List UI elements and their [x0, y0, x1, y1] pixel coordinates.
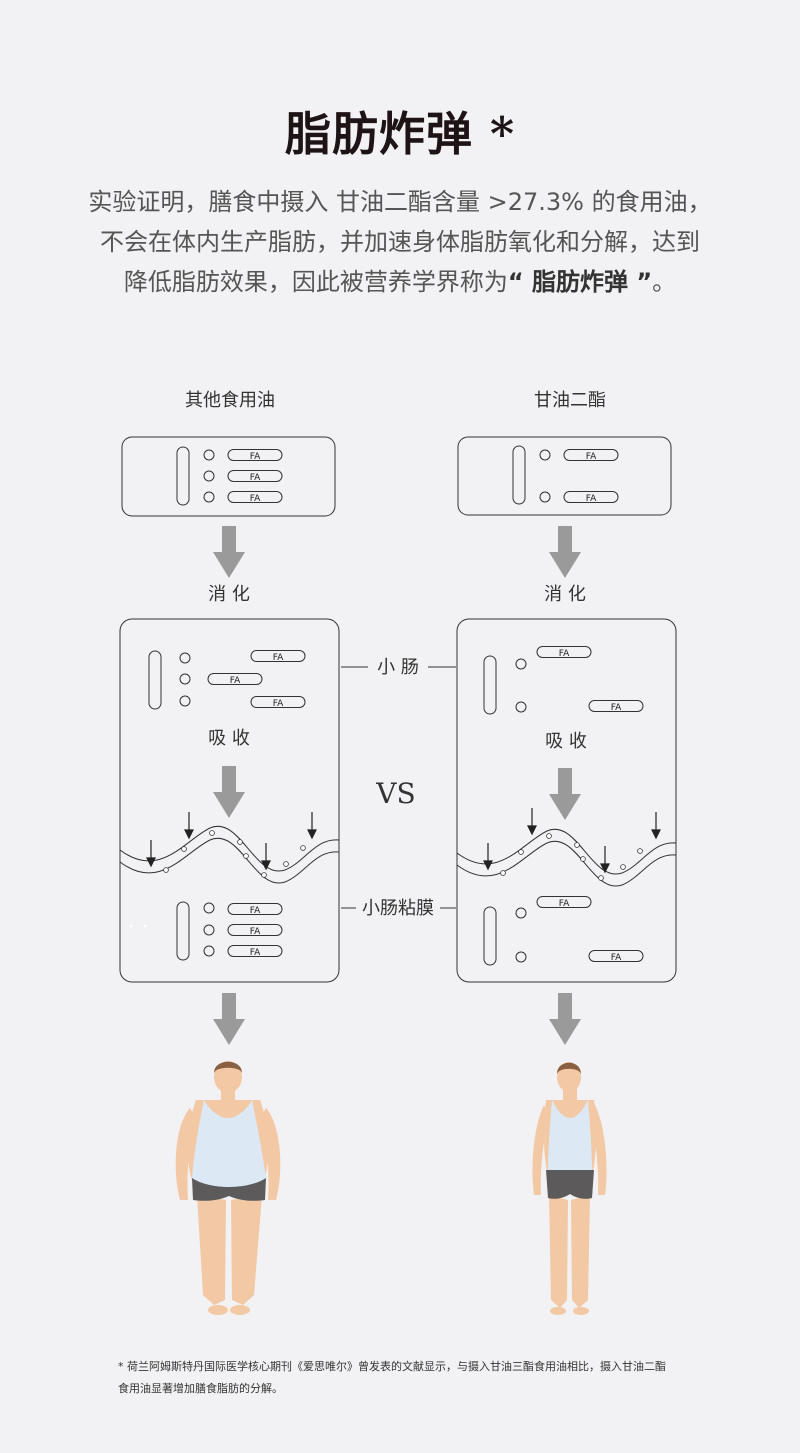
footnote-line-1: * 荷兰阿姆斯特丹国际医学核心期刊《爱思唯尔》曾发表的文献显示，与摄入甘油三酯食… [118, 1360, 666, 1373]
fa-label: FA [250, 906, 261, 916]
fa-label: FA [559, 899, 570, 909]
down-arrow-icon [213, 526, 245, 578]
slim-person-illustration [532, 1062, 607, 1315]
diglyceride-molecule: FA FA [457, 436, 672, 516]
fa-label: FA [611, 953, 622, 963]
fa-label: FA [230, 676, 241, 686]
fa-label: FA [250, 948, 261, 958]
fa-label: FA [250, 927, 261, 937]
fa-label: FA [586, 494, 597, 504]
fa-label: FA [586, 452, 597, 462]
intro-line-3-suffix: 。 [652, 268, 677, 296]
digest-label-right: 消 化 [544, 584, 586, 605]
heading-other-oils: 其他食用油 [185, 390, 275, 411]
fa-label: FA [273, 699, 284, 709]
fa-label: FA [559, 649, 570, 659]
overweight-person-illustration [175, 1061, 281, 1315]
page-title: 脂肪炸弹 * [284, 107, 516, 161]
down-arrow-icon [549, 526, 581, 578]
intro-line-1: 实验证明，膳食中摄入 甘油二酯含量 >27.3% 的食用油， [88, 188, 712, 216]
fat-bomb-quote: “ 脂肪炸弹 ” [507, 268, 653, 296]
fa-label: FA [250, 452, 261, 462]
down-arrow-icon [213, 993, 245, 1045]
absorb-label-right: 吸 收 [545, 731, 587, 752]
down-arrow-icon [213, 766, 245, 818]
comparison-diagram: 其他食用油 甘油二酯 FA FA FA FA FA 消 化 消 化 [119, 390, 677, 1315]
intro-text: 实验证明，膳食中摄入 甘油二酯含量 >27.3% 的食用油， 不会在体内生产脂肪… [50, 182, 750, 302]
footnote-line-2: 食用油显著增加膳食脂肪的分解。 [118, 1382, 283, 1395]
fa-label: FA [273, 653, 284, 663]
fa-label: FA [250, 494, 261, 504]
down-arrow-icon [549, 768, 581, 820]
triglyceride-molecule: FA FA FA [121, 436, 336, 517]
intro-line-3-prefix: 降低脂肪效果，因此被营养学界称为 [123, 268, 508, 296]
heading-diglyceride: 甘油二酯 [534, 390, 606, 411]
vs-label: VS [375, 777, 415, 810]
fa-label: FA [250, 473, 261, 483]
down-arrow-icon [549, 993, 581, 1045]
intro-line-2: 不会在体内生产脂肪，并加速身体脂肪氧化和分解，达到 [100, 228, 700, 256]
mucosa-label: 小肠粘膜 [362, 898, 434, 919]
footnote: * 荷兰阿姆斯特丹国际医学核心期刊《爱思唯尔》曾发表的文献显示，与摄入甘油三酯食… [118, 1356, 718, 1400]
fa-label: FA [611, 703, 622, 713]
small-intestine-label: 小 肠 [377, 657, 419, 678]
intestine-box-left: FA FA FA 吸 收 FA FA FA [119, 618, 340, 983]
intestine-box-right: FA FA 吸 收 FA FA [456, 618, 677, 983]
absorb-label-left: 吸 收 [208, 728, 250, 749]
digest-label-left: 消 化 [208, 584, 250, 605]
intro-line-3: 降低脂肪效果，因此被营养学界称为“ 脂肪炸弹 ”。 [50, 262, 750, 302]
